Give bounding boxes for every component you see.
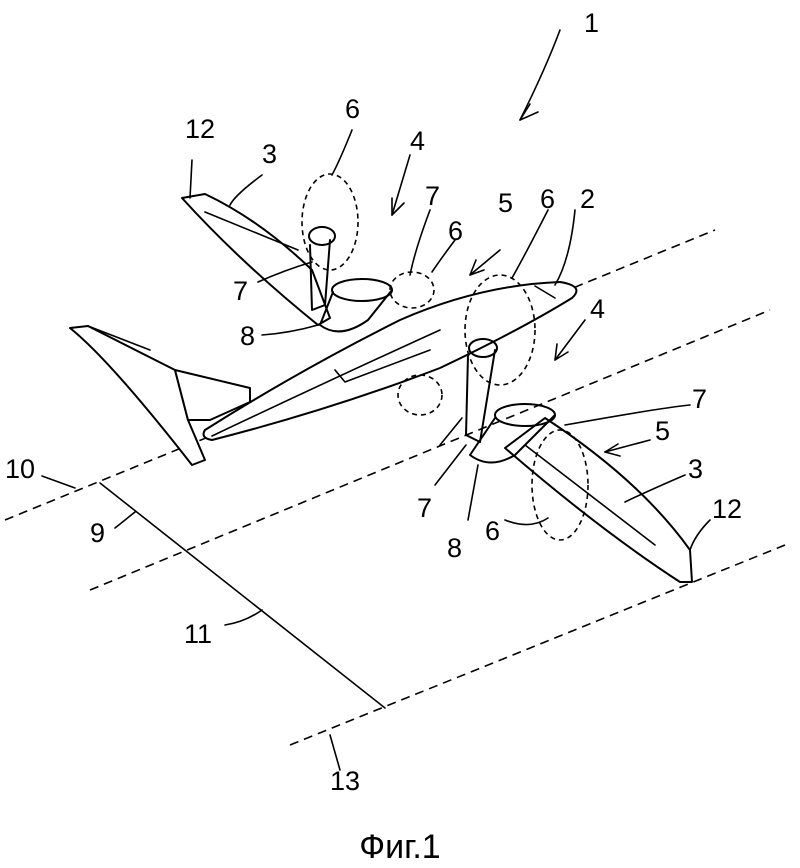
label-13: 13 [330, 766, 360, 796]
leader-3b [624, 474, 686, 503]
leader-11 [224, 609, 263, 626]
left-pylon-head [308, 226, 336, 246]
leader-1 [519, 29, 561, 121]
leader-13 [329, 734, 341, 771]
label-7c: 7 [417, 493, 432, 523]
leader-9 [114, 511, 136, 529]
fuselage [202, 281, 578, 441]
right-rotor-6 [464, 274, 536, 386]
label-7a: 7 [233, 276, 248, 306]
leader-5b [604, 439, 651, 453]
label-3a: 3 [262, 139, 277, 169]
label-7b: 7 [425, 181, 440, 211]
leader-6b [431, 239, 456, 273]
vertical-tail [69, 325, 206, 466]
arrow-4b [554, 343, 569, 361]
leader-7a [257, 261, 313, 283]
leader-12b [689, 519, 711, 551]
left-wing-flap [204, 211, 299, 251]
leader-6a [331, 129, 353, 176]
left-pylon-7 [309, 239, 331, 311]
label-5b: 5 [655, 416, 670, 446]
left-rotor-6b [389, 271, 435, 309]
leader-8a [261, 324, 319, 336]
fuselage-panel [334, 349, 431, 383]
leader-12a [189, 159, 193, 199]
label-1: 1 [584, 8, 599, 38]
figure-caption: Фиг.1 [359, 828, 440, 866]
fuselage-line [211, 329, 441, 437]
leader-5a [469, 249, 501, 276]
leader-4a [391, 154, 411, 216]
label-10: 10 [5, 454, 35, 484]
label-8a: 8 [240, 321, 255, 351]
label-9: 9 [90, 518, 105, 548]
label-6a: 6 [345, 94, 360, 124]
left-nacelle-ring [331, 278, 393, 302]
right-nacelle [469, 414, 556, 464]
right-pylon-head [468, 338, 498, 358]
label-6c: 6 [540, 184, 555, 214]
label-3b: 3 [688, 454, 703, 484]
dashed-line-9 [89, 309, 771, 591]
left-wing [181, 193, 331, 326]
left-rotor-6 [301, 173, 359, 271]
cockpit-line [534, 285, 556, 299]
leader-7e [564, 404, 691, 426]
arrow-4a [391, 197, 405, 216]
right-rotor-6c [531, 429, 589, 541]
horizontal-stabilizer [174, 369, 251, 421]
arrow-5a [469, 259, 485, 276]
right-wing-flap [524, 444, 656, 546]
leader-3a [229, 174, 263, 206]
leader-10 [41, 475, 76, 489]
right-rotor-6b [397, 374, 443, 416]
label-2: 2 [580, 184, 595, 214]
label-8b: 8 [447, 533, 462, 563]
label-6d: 6 [485, 516, 500, 546]
label-6b: 6 [448, 216, 463, 246]
label-4a: 4 [410, 126, 425, 156]
leader-8b [467, 464, 479, 521]
arrow-1 [519, 103, 539, 121]
right-wing [504, 417, 693, 583]
tail-edge [87, 325, 151, 351]
leader-6c [511, 209, 549, 279]
leader-7b [409, 209, 431, 276]
label-12a: 12 [185, 114, 215, 144]
leader-6d [504, 517, 549, 526]
leader-7d [434, 444, 467, 486]
label-7d: 7 [692, 384, 707, 414]
label-4b: 4 [590, 294, 605, 324]
label-11: 11 [184, 619, 212, 649]
label-12b: 12 [712, 494, 742, 524]
label-5a: 5 [498, 188, 513, 218]
leader-4b [554, 319, 586, 361]
leader-2 [554, 209, 576, 286]
right-pylon-7 [465, 349, 496, 443]
leader-7c [439, 417, 463, 446]
left-nacelle [319, 289, 393, 333]
dashed-line-13 [289, 544, 786, 746]
arrow-5b [604, 443, 621, 457]
dimension-line-11 [99, 482, 386, 709]
